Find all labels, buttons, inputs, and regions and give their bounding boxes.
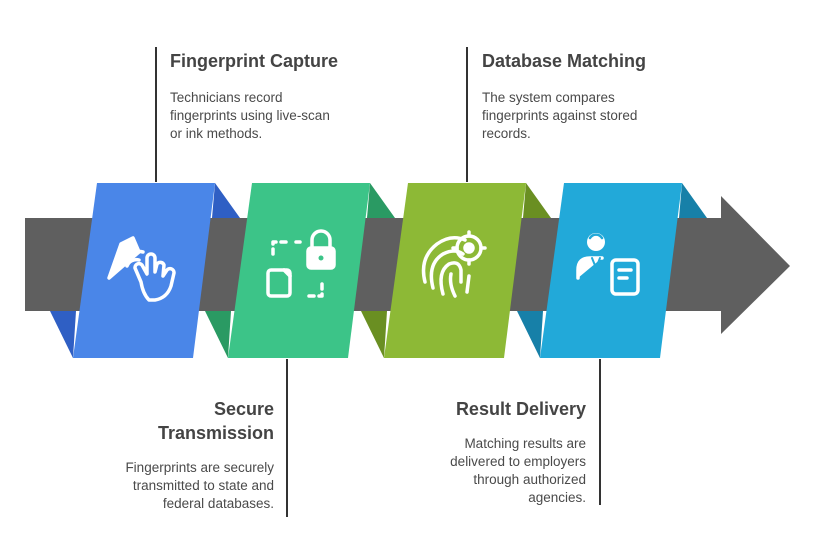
hand-scan-icon	[107, 236, 176, 302]
panel-1-bottom-fold	[50, 311, 76, 358]
person-document-icon	[576, 233, 640, 296]
step-3-text: Database Matching The system compares fi…	[482, 49, 702, 143]
step-3-title: Database Matching	[482, 51, 647, 71]
fingerprint-target-icon	[421, 230, 487, 298]
panel-2-top-fold	[367, 183, 395, 218]
panel-4-bottom-fold	[517, 311, 543, 358]
step-3-description: The system compares fingerprints against…	[482, 90, 638, 141]
step-2-description: Fingerprints are securely transmitted to…	[125, 460, 274, 511]
step-1-text: Fingerprint Capture Technicians record f…	[170, 49, 390, 143]
panel-4-top-fold	[679, 183, 707, 218]
panel-3	[384, 183, 526, 358]
secure-file-lock-icon	[266, 229, 336, 298]
step-4-text: Result Delivery Matching results are del…	[380, 397, 586, 507]
step-1-description: Technicians record fingerprints using li…	[170, 90, 330, 141]
connector-line-2	[286, 359, 288, 517]
step-2-title: Secure Transmission	[157, 399, 274, 443]
panel-1-top-fold	[212, 183, 240, 218]
step-1-title: Fingerprint Capture	[170, 51, 339, 71]
panel-3-top-fold	[523, 183, 551, 218]
panel-2-bottom-fold	[205, 311, 231, 358]
step-4-title: Result Delivery	[455, 399, 586, 419]
connector-line-4	[599, 359, 601, 505]
step-4-description: Matching results are delivered to employ…	[450, 436, 586, 505]
connector-line-3	[466, 47, 468, 182]
step-2-text: Secure Transmission Fingerprints are sec…	[60, 397, 274, 513]
connector-line-1	[155, 47, 157, 182]
panel-3-bottom-fold	[361, 311, 387, 358]
panel-2	[228, 183, 370, 358]
